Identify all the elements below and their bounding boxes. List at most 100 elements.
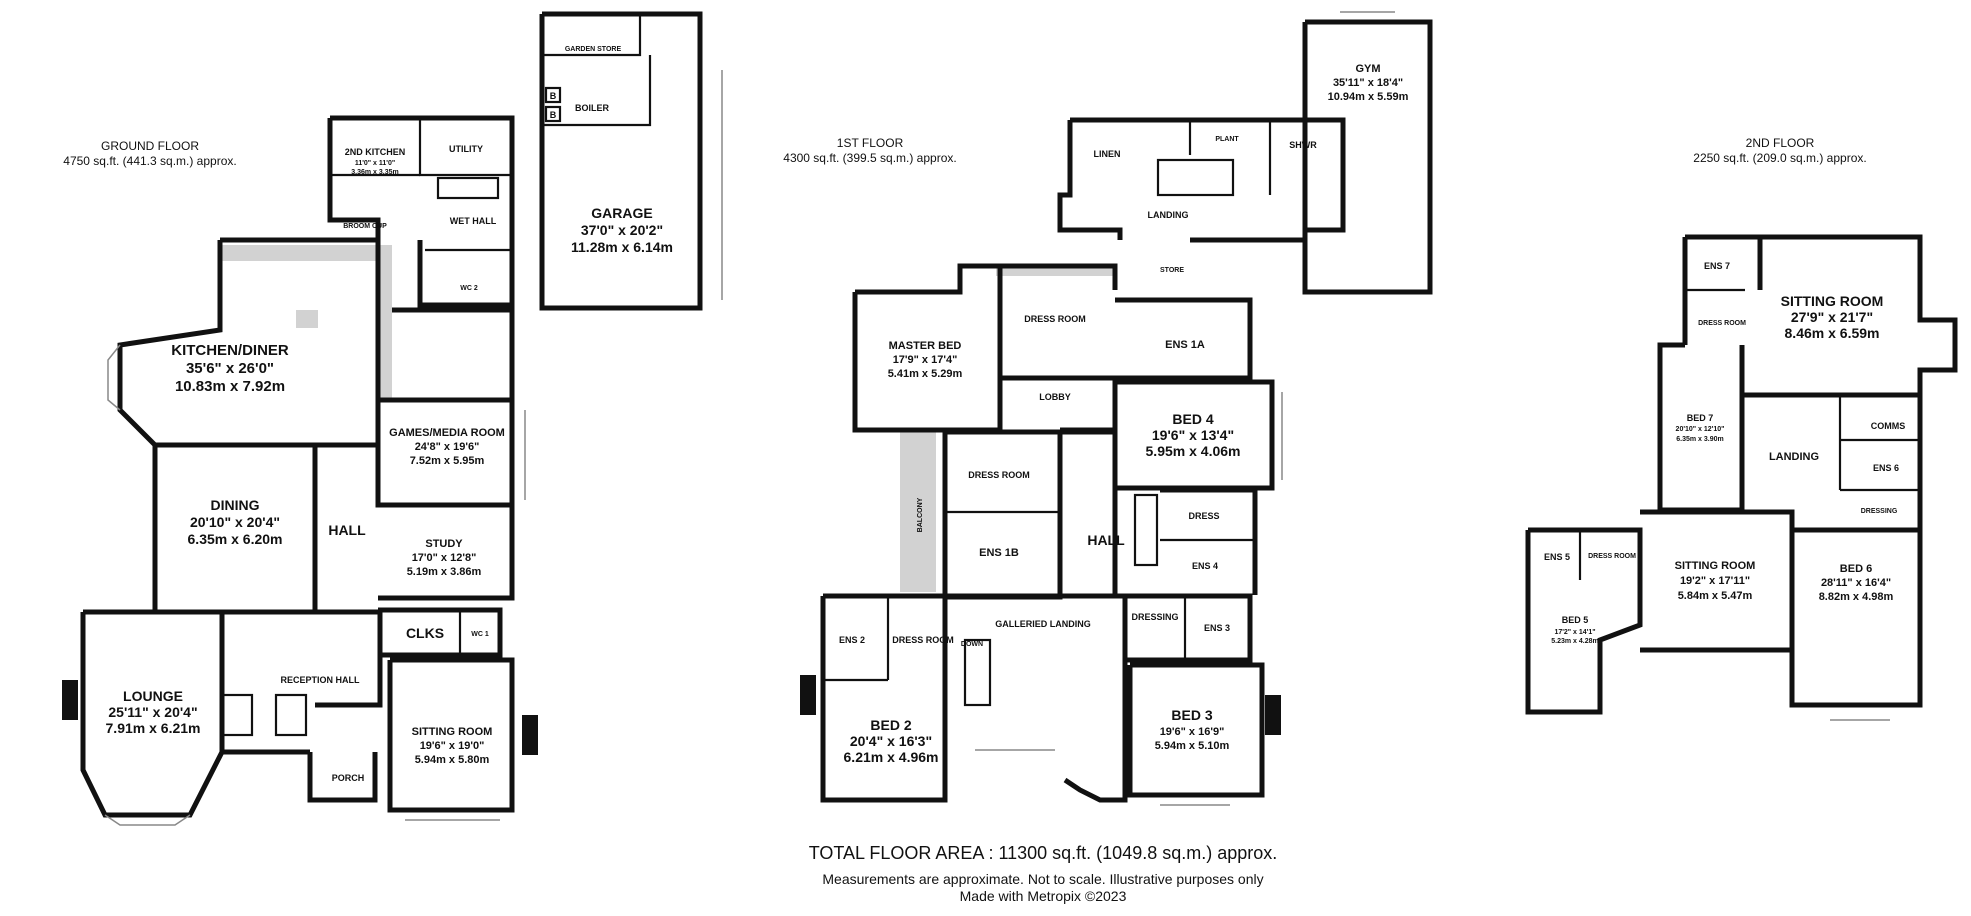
games-media-imperial: 24'8" x 19'6" <box>415 441 480 453</box>
porch-wall <box>307 752 378 803</box>
ens3-name: ENS 3 <box>1204 623 1230 633</box>
dress-room-top-name: DRESS ROOM <box>1024 314 1086 324</box>
garage-metric: 11.28m x 6.14m <box>571 239 673 255</box>
first-hall-wall <box>1060 429 1118 595</box>
bed2-metric: 6.21m x 4.96m <box>844 749 939 765</box>
garden-store-wall <box>542 14 642 57</box>
balcony-shading <box>900 432 936 592</box>
plant-name: PLANT <box>1215 136 1239 143</box>
gym-wall <box>1302 19 1433 295</box>
linen-name: LINEN <box>1094 149 1121 159</box>
games-media-name: GAMES/MEDIA ROOM <box>389 427 505 439</box>
landing-stair <box>1156 158 1235 197</box>
boiler-unit-2 <box>544 105 562 123</box>
wet-hall-wall <box>330 115 515 308</box>
reception-stair-left <box>220 693 254 737</box>
ground-floor-area: 4750 sq.ft. (441.3 sq.m.) approx. <box>63 154 236 168</box>
ens1b-name: ENS 1B <box>979 547 1019 559</box>
dress-room-top-shading <box>996 268 1114 276</box>
kitchen-diner-name: KITCHEN/DINER <box>171 342 289 359</box>
dining-metric: 6.35m x 6.20m <box>188 531 283 547</box>
boiler-name: BOILER <box>575 103 610 113</box>
gym-metric: 10.94m x 5.59m <box>1328 91 1409 103</box>
ground-floor-title: GROUND FLOOR <box>101 139 199 153</box>
bed7-imperial: 20'10" x 12'10" <box>1676 426 1725 433</box>
dress-room-bed2-name: DRESS ROOM <box>892 635 954 645</box>
garage-imperial: 37'0" x 20'2" <box>581 222 663 238</box>
kitchen-wall-left <box>117 240 378 448</box>
ens2-name: ENS 2 <box>839 635 865 645</box>
ens1a-name: ENS 1A <box>1165 339 1205 351</box>
porch-name: PORCH <box>332 773 365 783</box>
sitting-room-a-name: SITTING ROOM <box>1781 293 1884 309</box>
reception-stair-right <box>274 693 308 737</box>
first-floor-plan <box>800 11 1433 806</box>
dining-name: DINING <box>211 497 260 513</box>
dress-room7-name: DRESS ROOM <box>1698 320 1746 327</box>
dress-name: DRESS <box>1188 511 1219 521</box>
bed4-metric: 5.95m x 4.06m <box>1146 443 1241 459</box>
hall-name: HALL <box>328 522 366 538</box>
ens1a-wall <box>1115 297 1253 381</box>
landing-name: LANDING <box>1148 210 1189 220</box>
bed2-name: BED 2 <box>870 717 911 733</box>
bed4-imperial: 19'6" x 13'4" <box>1152 427 1234 443</box>
first-floor-area: 4300 sq.ft. (399.5 sq.m.) approx. <box>783 151 956 165</box>
wc1-name: WC 1 <box>471 631 489 638</box>
galleried-landing-wall <box>945 593 1128 803</box>
reception-hall-name: RECEPTION HALL <box>280 675 360 685</box>
reception-hall-wall <box>222 609 383 708</box>
second-kitchen-wall <box>327 118 381 240</box>
disclaimer: Measurements are approximate. Not to sca… <box>822 871 1263 887</box>
wet-hall-name: WET HALL <box>450 216 497 226</box>
study-imperial: 17'0" x 12'8" <box>412 552 477 564</box>
bed3-imperial: 19'6" x 16'9" <box>1160 726 1225 738</box>
ens5-name: ENS 5 <box>1544 552 1570 562</box>
dressing-wall <box>1125 593 1253 663</box>
boiler-unit-1 <box>544 86 562 104</box>
ground-floor-plan <box>62 11 723 826</box>
wc2-name: WC 2 <box>460 285 478 292</box>
second-kitchen-name: 2ND KITCHEN <box>345 147 406 157</box>
study-name: STUDY <box>425 538 463 550</box>
second-landing-name: LANDING <box>1769 451 1819 463</box>
sitting-room-imperial: 19'6" x 19'0" <box>420 740 485 752</box>
gym-name: GYM <box>1355 63 1380 75</box>
utility-name: UTILITY <box>449 144 483 154</box>
boiler-wall <box>542 55 652 127</box>
bed5-wall <box>1525 527 1643 715</box>
games-media-metric: 7.52m x 5.95m <box>410 455 485 467</box>
comms-name: COMMS <box>1871 421 1906 431</box>
second-kitchen-metric: 3.36m x 3.35m <box>351 169 398 176</box>
games-room-wall-top <box>392 307 515 400</box>
bed7-metric: 6.35m x 3.90m <box>1676 436 1723 443</box>
lobby-name: LOBBY <box>1039 392 1071 402</box>
lounge-imperial: 25'11" x 20'4" <box>108 704 197 720</box>
balcony-name: BALCONY <box>917 497 924 532</box>
bed6-wall <box>1789 527 1923 708</box>
bed5-metric: 5.23m x 4.28m <box>1551 638 1598 645</box>
bed2-wall <box>820 593 948 803</box>
lounge-bay-window <box>104 814 191 826</box>
ens6-name: ENS 6 <box>1873 463 1899 473</box>
bed6-metric: 8.82m x 4.98m <box>1819 591 1894 603</box>
garage-wall <box>539 11 703 311</box>
broom-cup-name: BROOM CUP <box>343 223 387 230</box>
sitting-room-b-metric: 5.84m x 5.47m <box>1678 590 1753 602</box>
store-wall <box>1190 237 1308 292</box>
store-name: STORE <box>1160 267 1184 274</box>
second-floor-plan <box>1525 234 1958 721</box>
dressing-name: DRESSING <box>1131 612 1178 622</box>
bed5-name: BED 5 <box>1562 615 1589 625</box>
bed4-name: BED 4 <box>1172 411 1213 427</box>
second-floor-title: 2ND FLOOR <box>1746 136 1815 150</box>
master-bed-metric: 5.41m x 5.29m <box>888 368 963 380</box>
gym-imperial: 35'11" x 18'4" <box>1333 77 1403 89</box>
dress-room5-name: DRESS ROOM <box>1588 553 1636 560</box>
down-label: DOWN <box>961 641 983 648</box>
bed3-metric: 5.94m x 5.10m <box>1155 740 1230 752</box>
clks-name: CLKS <box>406 625 444 641</box>
bed5-imperial: 17'2" x 14'1" <box>1554 629 1595 636</box>
bed2-imperial: 20'4" x 16'3" <box>850 733 932 749</box>
garden-store-name: GARDEN STORE <box>565 46 622 53</box>
